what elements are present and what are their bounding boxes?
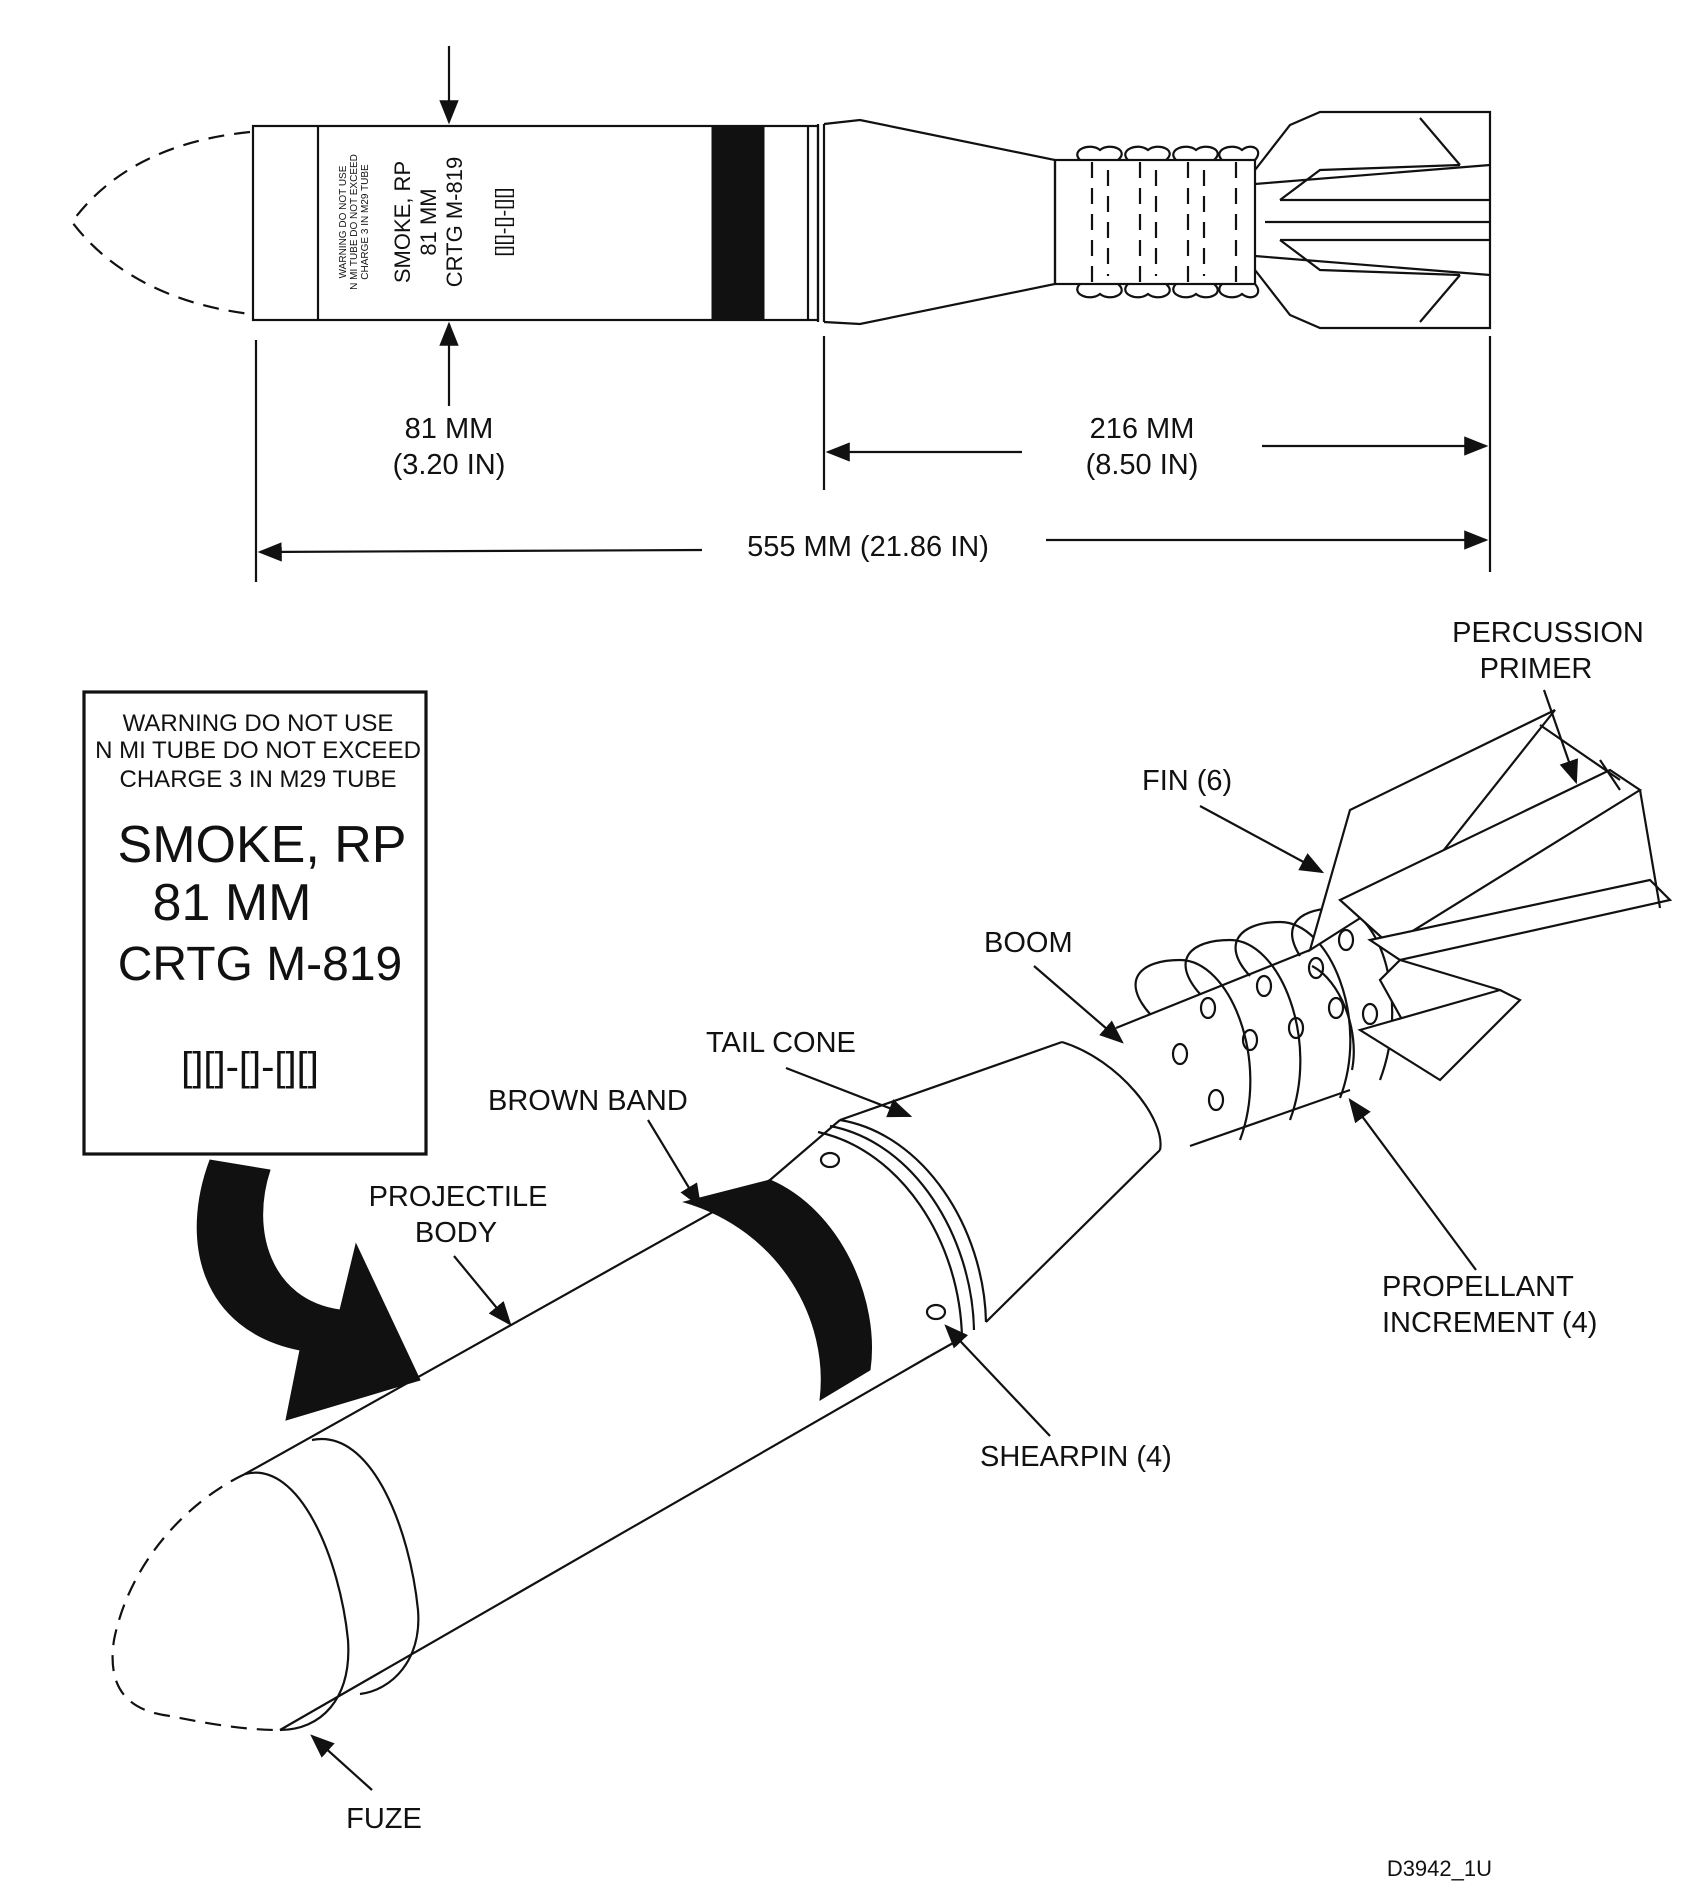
tail-length-label-in: (8.50 IN) <box>1086 449 1199 481</box>
side-boom <box>1053 158 1257 286</box>
label-tail-cone: TAIL CONE <box>706 1027 856 1059</box>
iso-shearpin-hole-1 <box>819 1151 841 1169</box>
side-marking-line4: SMOKE, RP <box>390 161 415 283</box>
side-propellant-increments <box>1076 145 1260 299</box>
iso-tailcone-bottom <box>985 1149 1161 1323</box>
isometric-view: WARNING DO NOT USE N MI TUBE DO NOT EXCE… <box>82 690 1673 1732</box>
leader-fuze <box>310 1734 373 1791</box>
side-fuze-outline <box>70 130 251 316</box>
drawing-id: D3942_1U <box>1387 1856 1492 1881</box>
leader-percussion-primer <box>1542 689 1578 785</box>
iso-tailcone-top <box>839 1040 1063 1122</box>
callout-warning-3: CHARGE 3 IN M29 TUBE <box>120 766 397 793</box>
iso-tailcone-ring-1 <box>817 1130 964 1357</box>
iso-fuze-outline <box>111 1473 281 1732</box>
label-propellant-increment-2: INCREMENT (4) <box>1382 1307 1597 1339</box>
label-percussion-primer-1: PERCUSSION <box>1452 617 1644 649</box>
label-projectile-body-2: BODY <box>415 1217 497 1249</box>
iso-fins <box>1308 709 1673 1082</box>
side-marking-line1: WARNING DO NOT USE <box>338 165 349 278</box>
diameter-label-in: (3.20 IN) <box>393 449 506 481</box>
side-marking-line5: 81 MM <box>416 188 441 255</box>
labels: PERCUSSION PRIMER FIN (6) BOOM TAIL CONE… <box>310 617 1644 1881</box>
side-tail-cone <box>823 118 1057 326</box>
iso-tailcone-ring-2 <box>829 1124 976 1331</box>
side-brown-band <box>711 125 765 321</box>
iso-body-top-joint <box>769 1119 841 1181</box>
label-propellant-increment-1: PROPELLANT <box>1382 1271 1574 1303</box>
overall-dim-arrow-left <box>257 542 703 562</box>
side-body-marking: WARNING DO NOT USE N MI TUBE DO NOT EXCE… <box>338 154 515 290</box>
tail-length-label: 216 MM <box>1090 413 1195 445</box>
label-brown-band: BROWN BAND <box>488 1085 688 1117</box>
leader-tail-cone <box>785 1066 913 1118</box>
leader-boom <box>1033 965 1124 1044</box>
side-fins <box>1254 110 1492 330</box>
leader-brown-band <box>647 1119 702 1209</box>
label-shearpin: SHEARPIN (4) <box>980 1441 1172 1473</box>
iso-fuze-ring <box>244 1471 350 1732</box>
iso-body-ring <box>311 1437 420 1696</box>
callout-warning-1: WARNING DO NOT USE <box>123 710 394 737</box>
marking-callout-box <box>82 690 428 1156</box>
iso-body-bottom <box>279 1355 931 1731</box>
overall-length-label: 555 MM (21.86 IN) <box>747 531 989 563</box>
label-projectile-body-1: PROJECTILE <box>369 1181 548 1213</box>
side-marking-line2: N MI TUBE DO NOT EXCEED <box>349 154 360 290</box>
callout-model: CRTG M-819 <box>118 938 403 991</box>
callout-name: SMOKE, RP <box>118 816 407 874</box>
label-fin: FIN (6) <box>1142 765 1232 797</box>
side-marking-line3: CHARGE 3 IN M29 TUBE <box>360 164 371 280</box>
iso-shearpin-hole-2 <box>925 1303 947 1321</box>
side-view: WARNING DO NOT USE N MI TUBE DO NOT EXCE… <box>70 46 1492 582</box>
label-percussion-primer-2: PRIMER <box>1480 653 1593 685</box>
iso-body-top <box>244 1179 771 1475</box>
iso-brown-band <box>682 1179 872 1401</box>
iso-boom-top <box>1115 948 1311 1030</box>
label-fuze: FUZE <box>346 1803 422 1835</box>
callout-lot: [][]-[]-[][] <box>181 1045 319 1089</box>
iso-tailcone-end <box>1061 1040 1162 1151</box>
iso-tailcone-ring-3 <box>839 1118 988 1323</box>
iso-boom-bottom <box>1189 1088 1351 1148</box>
leader-projectile-body <box>453 1255 512 1326</box>
callout-warning-2: N MI TUBE DO NOT EXCEED <box>95 737 421 764</box>
diameter-label: 81 MM <box>405 413 494 445</box>
leader-shearpin <box>944 1324 1051 1437</box>
side-marking-line7: [][]-[]-[][] <box>493 188 515 257</box>
leader-propellant-increment <box>1348 1098 1477 1271</box>
label-boom: BOOM <box>984 927 1073 959</box>
callout-caliber: 81 MM <box>153 874 312 932</box>
side-marking-line6: CRTG M-819 <box>442 157 467 287</box>
marking-pointer-arrow <box>196 1159 421 1421</box>
leader-fin <box>1199 805 1325 874</box>
